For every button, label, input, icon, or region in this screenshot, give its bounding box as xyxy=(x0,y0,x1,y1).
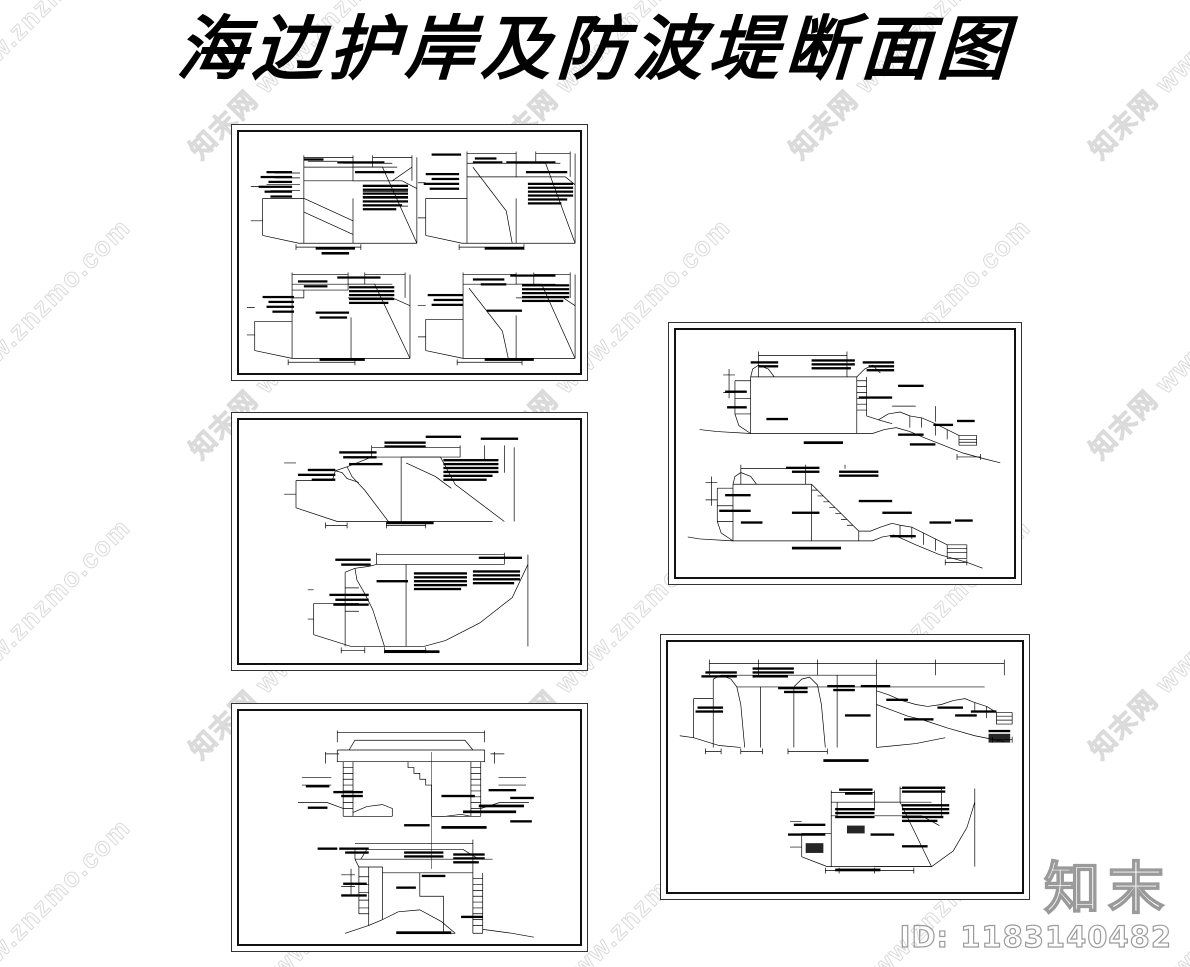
page-title: 海边护岸及防波堤断面图 xyxy=(174,7,1016,90)
drawing-sheet-composite-sections[interactable] xyxy=(660,634,1030,900)
sheet-border-inner xyxy=(237,709,582,946)
cad-drawing-seawall-slope-sections xyxy=(284,435,529,654)
sheet-border-inner xyxy=(666,640,1024,894)
watermark-text: 知末网 www.znzmo.com xyxy=(0,211,137,465)
znzmo-logo: 知末 xyxy=(1043,857,1172,922)
watermark-text: 知末网 www.znzmo.com xyxy=(0,511,137,765)
drawing-sheet-caisson-breakwater-sections[interactable] xyxy=(668,322,1022,585)
cad-drawing-composite-sections xyxy=(679,659,1013,874)
drawing-sheet-breakwater-wall-sections[interactable] xyxy=(231,703,588,952)
drawing-sheet-revetment-sections[interactable] xyxy=(231,124,588,381)
cad-drawing-revetment-sections xyxy=(246,151,576,366)
drawing-sheet-seawall-slope-sections[interactable] xyxy=(231,412,588,671)
cad-drawing-caisson-breakwater-sections xyxy=(687,351,1001,569)
sheet-border-inner xyxy=(237,418,582,665)
cad-drawing-breakwater-wall-sections xyxy=(297,730,534,938)
sheet-border-inner xyxy=(674,328,1016,579)
watermark-text: 知末网 www.znzmo.com xyxy=(1083,511,1190,765)
watermark-text: 知末网 www.znzmo.com xyxy=(1083,211,1190,465)
sheet-border-inner xyxy=(237,130,582,375)
resource-id-label: ID: 1183140482 xyxy=(899,920,1172,954)
watermark-text: 知末网 www.znzmo.com xyxy=(0,811,137,967)
brand-block: 知末 ID: 1183140482 xyxy=(899,857,1172,954)
